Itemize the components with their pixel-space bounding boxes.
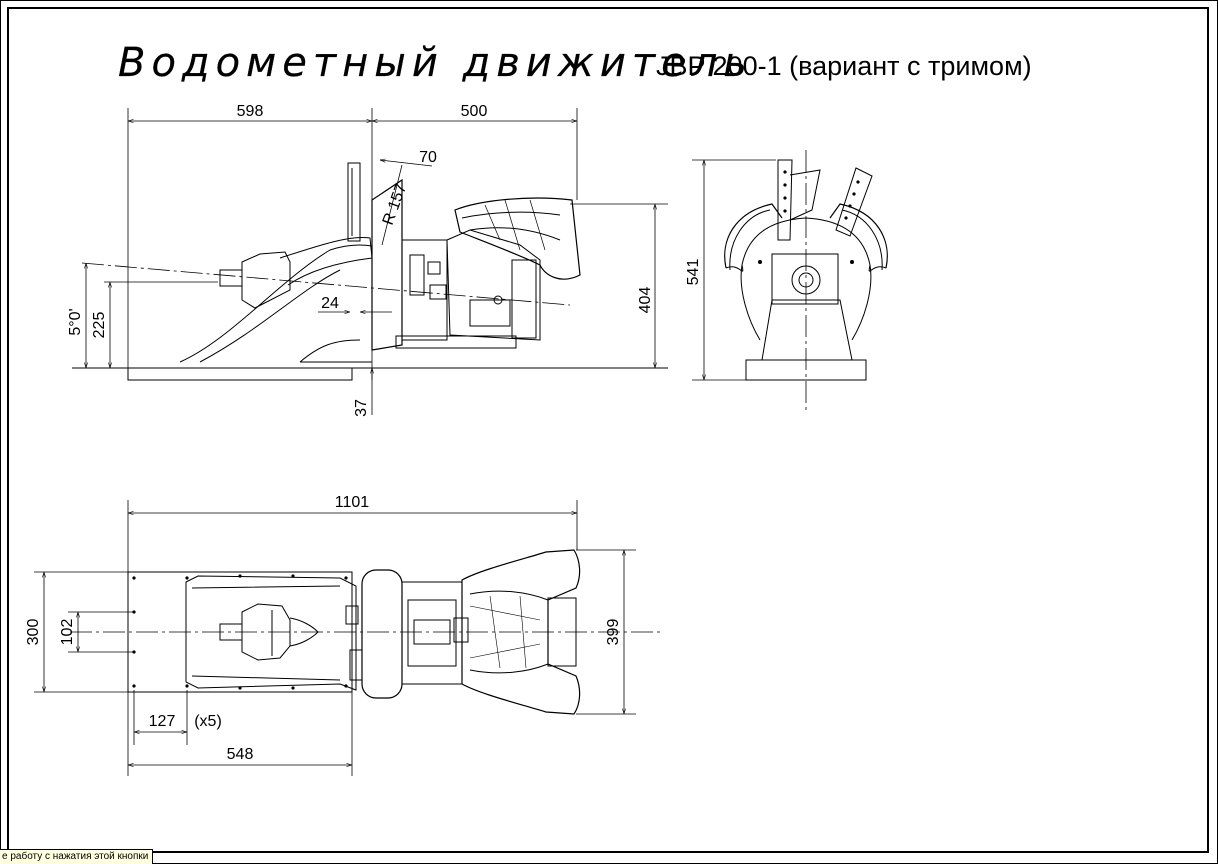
top-view	[70, 549, 662, 715]
dim-37: 37	[353, 399, 370, 417]
drawing-sheet	[7, 7, 1209, 853]
side-view	[72, 162, 668, 381]
dim-500: 500	[461, 103, 488, 120]
dim-102: 102	[59, 619, 76, 646]
dim-598: 598	[237, 103, 264, 120]
dim-127-count: (x5)	[194, 713, 222, 730]
rear-view-dimensions	[692, 159, 776, 381]
dim-70: 70	[419, 149, 437, 166]
title-main: Водометный движитель	[118, 40, 753, 86]
dim-1101: 1101	[335, 494, 370, 511]
dim-225: 225	[91, 312, 108, 339]
title-model: JBP 200-1 (вариант с тримом)	[656, 51, 1032, 81]
side-view-dim-text: 598 500 70 R 157 404 5°0' 225 24 37	[67, 103, 654, 417]
dim-5deg: 5°0'	[67, 308, 84, 335]
dim-24: 24	[321, 295, 339, 312]
dim-548: 548	[227, 746, 254, 763]
dim-404: 404	[637, 287, 654, 314]
rear-view	[724, 150, 888, 414]
dim-541: 541	[685, 259, 702, 286]
dim-399: 399	[605, 619, 622, 646]
dim-r157: R 157	[380, 181, 411, 227]
status-tooltip: е работу с нажатия этой кнопки	[0, 849, 154, 864]
side-view-dimensions	[86, 108, 668, 415]
dim-127: 127	[149, 713, 176, 730]
top-view-dim-text: 1101 300 102 399 127 (x5) 548	[25, 494, 622, 763]
top-view-dimensions	[34, 500, 636, 776]
dim-300: 300	[25, 619, 42, 646]
